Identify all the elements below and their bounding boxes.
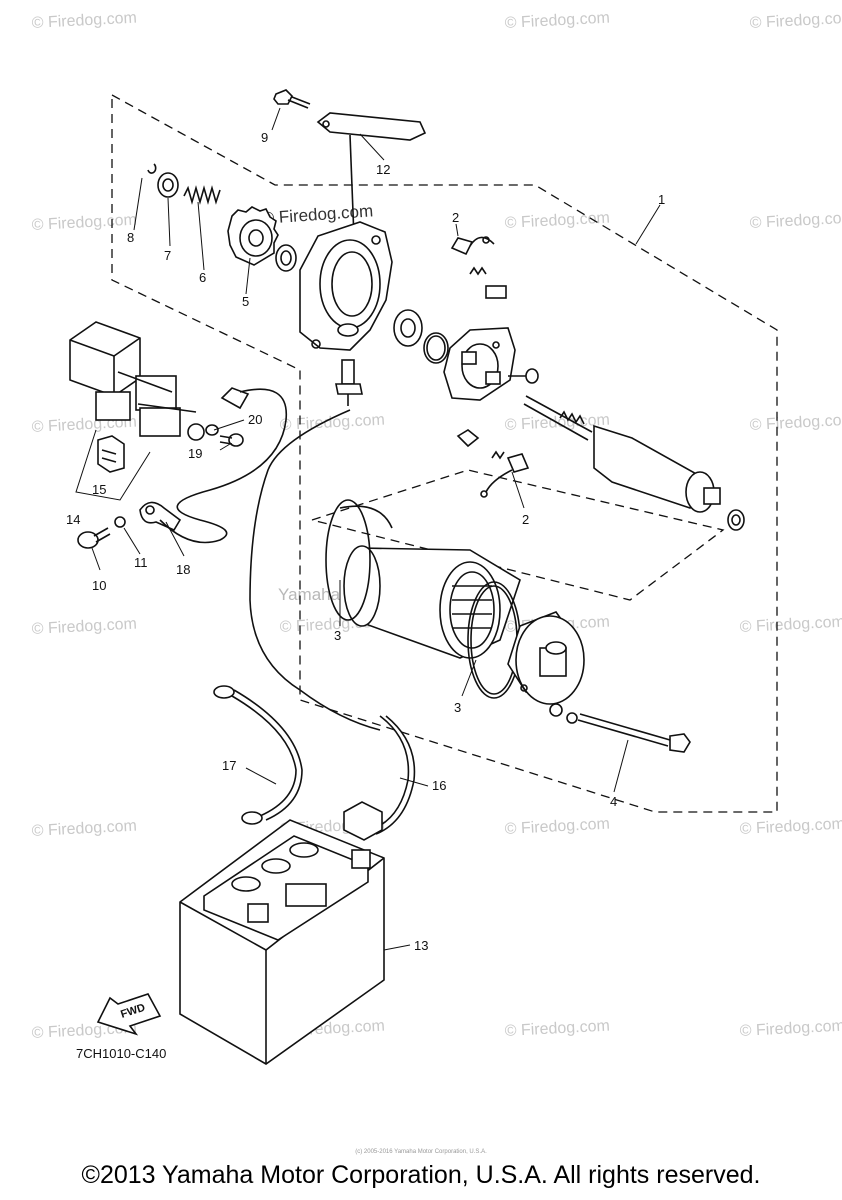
lead-wire-20	[159, 387, 288, 544]
leader-lines	[91, 107, 661, 951]
starter-cable	[249, 409, 381, 731]
rear-cover	[507, 611, 585, 705]
callout-14: 14	[66, 512, 80, 527]
o-ring	[423, 332, 449, 364]
callout-20: 20	[248, 412, 262, 427]
armature	[523, 395, 745, 531]
fuse-block-15	[97, 435, 125, 473]
callout-10: 10	[92, 578, 106, 593]
washer-ring	[275, 244, 297, 272]
brush-set-2-upper	[450, 236, 507, 299]
watermark: © Firedog.com	[504, 210, 610, 232]
collar-7	[157, 172, 179, 198]
watermark: © Firedog.com	[739, 816, 842, 838]
callout-4: 4	[610, 794, 617, 809]
bracket-14-lead	[75, 429, 151, 501]
callouts: 1 2 2 3 3 4 5 6 7 8 9 10 11 12 13 14 15 …	[66, 130, 665, 953]
callout-12: 12	[376, 162, 390, 177]
through-bolt-4	[549, 703, 691, 753]
watermark: © Firedog.com	[504, 816, 610, 838]
callout-16: 16	[432, 778, 446, 793]
callout-9: 9	[261, 130, 268, 145]
callout-5: 5	[242, 294, 249, 309]
copyright-footer: ©2013 Yamaha Motor Corporation, U.S.A. A…	[81, 1161, 761, 1189]
clip-18	[139, 501, 182, 532]
watermark: © Firedog.com	[749, 412, 842, 434]
o-ring-3-left	[325, 499, 393, 621]
callout-3-right: 3	[454, 700, 461, 715]
watermark: © Firedog.com	[504, 1018, 610, 1040]
watermark: © Firedog.com	[739, 614, 842, 636]
plate-screw	[508, 368, 539, 384]
callout-7: 7	[164, 248, 171, 263]
battery-cable-16	[343, 715, 416, 841]
callout-17: 17	[222, 758, 236, 773]
drawing-code: 7CH1010-C140	[76, 1046, 166, 1061]
watermark: © Firedog.com	[31, 818, 137, 840]
callout-2-upper: 2	[452, 210, 459, 225]
tiny-credit: (c) 2005-2016 Yamaha Motor Corporation, …	[355, 1149, 487, 1155]
callout-3-left: 3	[334, 628, 341, 643]
watermark: © Firedog.com	[31, 616, 137, 638]
callout-13: 13	[414, 938, 428, 953]
watermark: © Firedog.com	[31, 212, 137, 234]
watermark: © Firedog.com	[739, 1018, 842, 1040]
clip-8	[147, 163, 157, 174]
washer-ring-hole	[280, 250, 292, 266]
brush-holder-plate	[443, 327, 516, 401]
callout-6: 6	[199, 270, 206, 285]
callout-15: 15	[92, 482, 106, 497]
callout-1: 1	[658, 192, 665, 207]
ground-cable-17	[213, 685, 303, 825]
pinion-gear-5	[227, 206, 279, 266]
screw-10	[77, 527, 111, 549]
callout-19: 19	[188, 446, 202, 461]
callout-11: 11	[134, 555, 148, 570]
starter-relay-14	[69, 321, 197, 437]
watermark: © Firedog.com	[279, 412, 385, 434]
fwd-arrow: FWD	[96, 993, 162, 1036]
watermark: © Firedog.com	[749, 210, 842, 232]
battery-13	[179, 819, 385, 1065]
washer-11	[114, 516, 126, 528]
bolt-9	[273, 89, 311, 109]
assembly-outline	[111, 94, 778, 813]
bearing	[393, 309, 423, 347]
bracket-12	[316, 112, 427, 239]
callout-8: 8	[127, 230, 134, 245]
watermark: © Firedog.com	[31, 10, 137, 32]
watermarks: © Firedog.com © Firedog.com © Firedog.co…	[31, 10, 842, 1042]
brush-set-2-lower	[456, 429, 530, 498]
watermark: © Firedog.com	[504, 10, 610, 32]
front-housing	[299, 221, 393, 351]
terminal-bolt	[335, 359, 363, 406]
callout-2-lower: 2	[522, 512, 529, 527]
watermark: © Firedog.com	[749, 10, 842, 32]
spring-6	[183, 185, 221, 205]
bolt-19	[219, 433, 244, 447]
callout-18: 18	[176, 562, 190, 577]
